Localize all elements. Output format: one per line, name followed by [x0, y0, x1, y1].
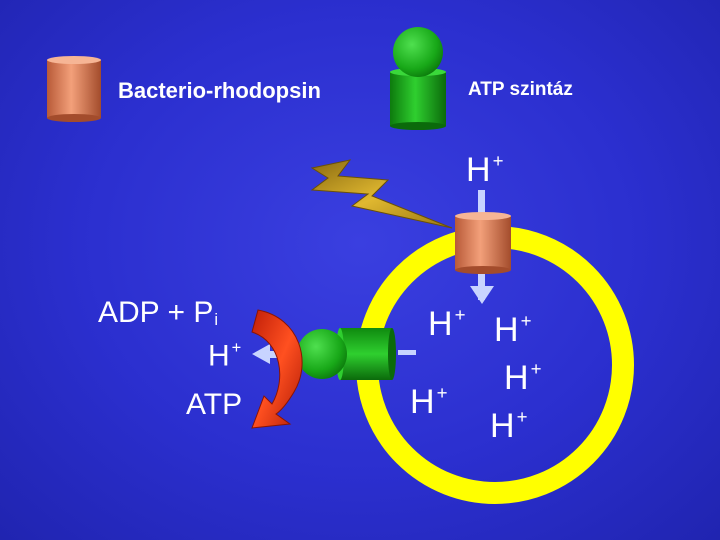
proton-symbol: H	[466, 151, 491, 190]
reaction-substrate: ADP + Pi	[98, 298, 218, 329]
proton-charge: +	[454, 304, 466, 325]
proton-charge: +	[492, 150, 504, 171]
proton-label: H+	[490, 406, 528, 446]
reaction-arrow-icon	[251, 309, 303, 429]
proton-charge: +	[516, 406, 528, 427]
substrate-subscript: i	[214, 311, 219, 330]
reaction-proton: H+	[208, 340, 241, 371]
proton-symbol: H	[490, 407, 515, 446]
reaction-product: ATP	[186, 388, 243, 421]
reaction-proton-symbol: H	[208, 339, 230, 373]
atp-synthase-protein	[297, 328, 396, 380]
legend-bacteriorhodopsin-icon	[47, 56, 101, 122]
legend-atp-synthase-icon	[390, 27, 446, 130]
legend-atp-synthase-label: ATP szintáz	[468, 79, 573, 100]
proton-symbol: H	[410, 383, 435, 422]
proton-label: H+	[428, 304, 466, 344]
proton-channel-dash	[398, 350, 416, 355]
proton-symbol: H	[428, 305, 453, 344]
reaction-proton-charge: +	[231, 339, 242, 357]
proton-symbol: H	[504, 359, 529, 398]
proton-label: H+	[504, 358, 542, 398]
proton-label: H+	[494, 310, 532, 350]
proton-label: H+	[466, 150, 504, 190]
proton-charge: +	[436, 382, 448, 403]
substrate-text: ADP + P	[98, 296, 214, 329]
legend-bacteriorhodopsin-label: Bacterio-rhodopsin	[118, 78, 321, 103]
proton-charge: +	[520, 310, 532, 331]
bacteriorhodopsin-protein	[455, 212, 511, 274]
membrane-vesicle	[356, 226, 634, 504]
proton-label: H+	[410, 382, 448, 422]
lightning-bolt-icon	[310, 159, 453, 229]
proton-symbol: H	[494, 311, 519, 350]
proton-charge: +	[530, 358, 542, 379]
